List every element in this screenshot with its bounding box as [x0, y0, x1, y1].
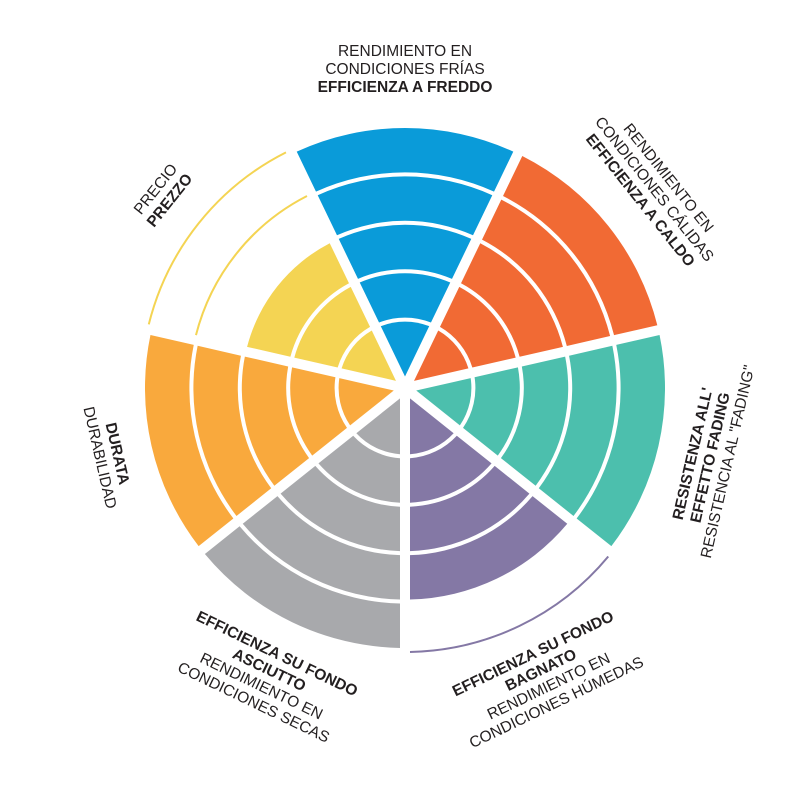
sector-asciutto-ring-5: [204, 526, 400, 648]
sector-caldo-ring-3: [461, 243, 563, 357]
sector-asciutto-ring-3: [280, 465, 400, 552]
sector-fading-ring-1: [416, 378, 472, 426]
label-freddo-line-3: EFFICIENZA A FREDDO: [318, 79, 493, 96]
sector-bagnato-ring-1: [410, 398, 454, 455]
sector-bagnato-outline: [409, 555, 610, 653]
sector-prezzo-ring-3: [247, 243, 349, 357]
sector-caldo-ring-1: [414, 330, 469, 381]
sector-bagnato-ring-3: [410, 465, 530, 552]
sector-prezzo-outline: [147, 151, 287, 325]
sector-durata-ring-1: [338, 378, 394, 426]
label-freddo-line-2: CONDICIONES FRÍAS: [325, 61, 484, 78]
sector-prezzo-outline-inner: [195, 195, 308, 336]
sector-freddo-ring-4: [317, 176, 493, 236]
sector-caldo-ring-2: [439, 286, 516, 368]
sector-freddo-ring-3: [338, 224, 472, 279]
sector-asciutto-ring-4: [242, 496, 400, 600]
sector-fading-ring-2: [463, 367, 520, 456]
sector-bagnato-ring-2: [410, 435, 492, 503]
sectors-group: [144, 127, 666, 648]
outline-group: [147, 151, 610, 653]
sector-prezzo-ring-1: [341, 330, 396, 381]
sector-freddo-ring-2: [359, 273, 451, 323]
label-fading: RESISTENZA ALL'EFFETTO FADINGRESISTENCIA…: [670, 364, 759, 560]
sector-fading-ring-5: [576, 335, 666, 547]
sector-durata-ring-3: [241, 356, 310, 486]
sector-durata-ring-2: [290, 367, 347, 456]
label-freddo-line-1: RENDIMIENTO EN: [338, 43, 472, 60]
sector-fading-ring-4: [538, 345, 617, 516]
sector-bagnato-ring-4: [410, 496, 568, 600]
sector-freddo-ring-5: [296, 127, 514, 192]
sector-freddo-ring-1: [380, 321, 430, 377]
sector-asciutto-ring-2: [318, 435, 400, 503]
sector-durata-ring-5: [144, 335, 234, 547]
sector-fading-ring-3: [500, 356, 569, 486]
sector-prezzo-ring-2: [294, 286, 371, 368]
sector-caldo-ring-5: [503, 155, 658, 336]
sector-caldo-ring-4: [482, 199, 611, 346]
sector-asciutto-ring-1: [356, 398, 400, 455]
sector-durata-ring-4: [193, 345, 272, 516]
